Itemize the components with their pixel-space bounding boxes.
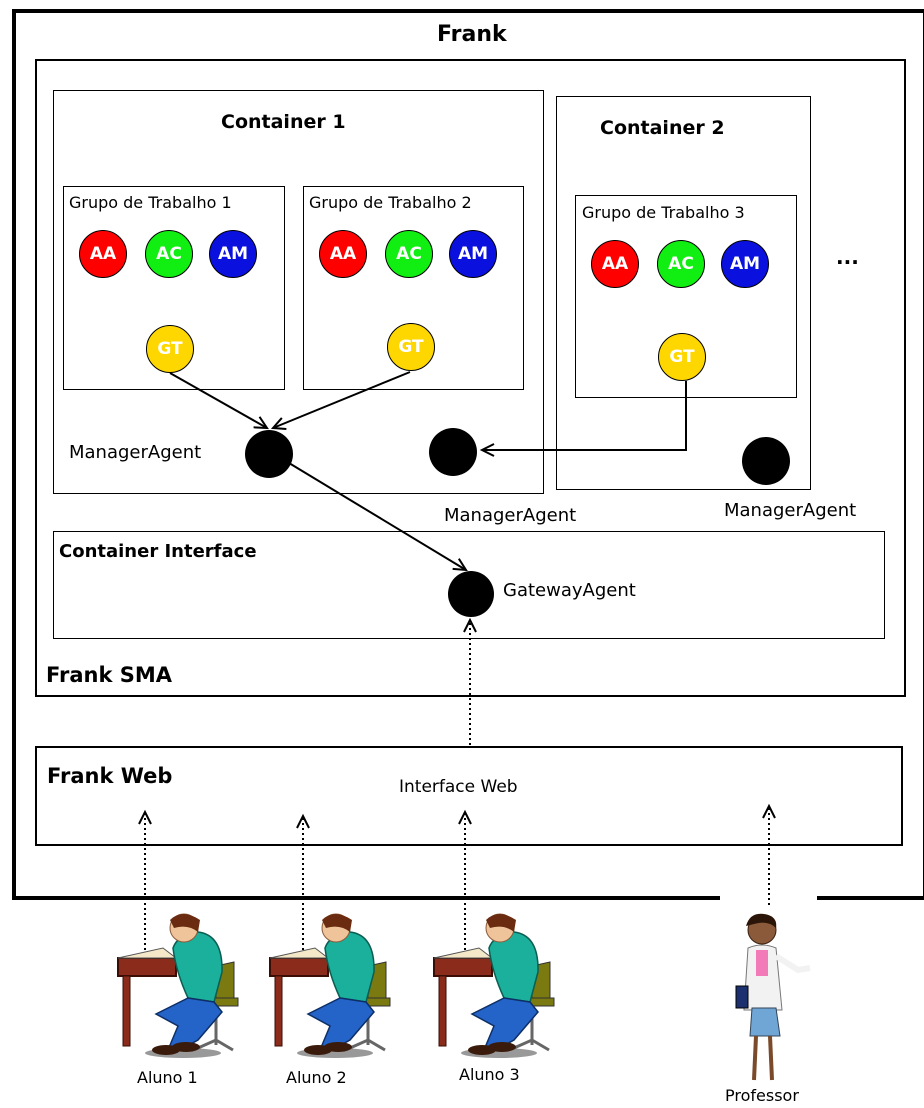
agent-ac: AC [145, 230, 193, 278]
student-label: Aluno 1 [137, 1068, 198, 1087]
agent-am: AM [449, 230, 497, 278]
frank-sma-frame [35, 59, 906, 697]
manager-agent-node [429, 428, 477, 476]
group-2-box [303, 186, 524, 390]
group-1-title: Grupo de Trabalho 1 [69, 193, 232, 212]
agent-gt: GT [658, 333, 706, 381]
container-interface-title: Container Interface [59, 541, 257, 562]
student-icon [117, 913, 239, 1058]
ellipsis: ... [836, 245, 859, 269]
arrow-gt3-manager [479, 381, 687, 457]
agent-aa: AA [79, 230, 127, 278]
manager-agent-label: ManagerAgent [444, 505, 577, 526]
container-2-box [556, 96, 811, 490]
professor-label: Professor [725, 1086, 799, 1105]
group-3-title: Grupo de Trabalho 3 [582, 203, 745, 222]
container-1-box [53, 90, 544, 494]
manager-agent-node [245, 430, 293, 478]
agent-ac: AC [657, 240, 705, 288]
agent-am: AM [209, 230, 257, 278]
student-label: Aluno 2 [286, 1068, 347, 1087]
agent-gt: GT [146, 325, 194, 373]
manager-agent-label: ManagerAgent [724, 500, 857, 521]
frank-web-label: Frank Web [47, 764, 173, 788]
gateway-agent-node [448, 571, 494, 617]
professor-icon [735, 913, 811, 1081]
student-label: Aluno 3 [459, 1065, 520, 1084]
container-2-title: Container 2 [600, 117, 725, 139]
group-2-title: Grupo de Trabalho 2 [309, 193, 472, 212]
frank-sma-label: Frank SMA [46, 663, 173, 687]
arrow-gt2-manager [270, 371, 411, 431]
arrow-manager-gateway [288, 462, 468, 572]
agent-ac: AC [385, 230, 433, 278]
agent-gt: GT [387, 323, 435, 371]
agent-am: AM [721, 240, 769, 288]
group-1-box [63, 186, 285, 390]
manager-agent-node [742, 437, 790, 485]
student-icon [433, 913, 555, 1058]
container-1-title: Container 1 [221, 111, 346, 133]
student-icon [269, 913, 391, 1058]
interface-web-label: Interface Web [399, 777, 518, 797]
frank-web-box [35, 746, 903, 846]
gateway-agent-label: GatewayAgent [503, 580, 636, 601]
agent-aa: AA [591, 240, 639, 288]
agent-aa: AA [319, 230, 367, 278]
manager-agent-label: ManagerAgent [69, 442, 202, 463]
diagram-title: Frank [437, 22, 507, 47]
arrow-gt1-manager [169, 372, 269, 430]
